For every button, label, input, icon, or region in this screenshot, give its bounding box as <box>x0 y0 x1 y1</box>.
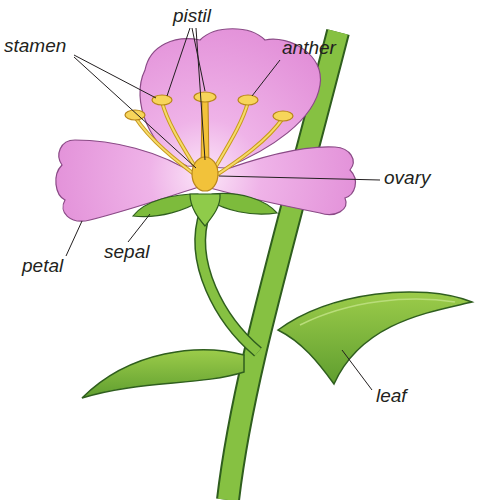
part-label: pistil <box>173 6 211 27</box>
sepal-center <box>190 194 220 226</box>
part-label: leaf <box>376 386 407 407</box>
part-label: anther <box>282 38 336 59</box>
flower-stalk-outline <box>200 212 258 352</box>
flower-stalk <box>200 212 258 352</box>
leader-lines <box>66 28 380 390</box>
right-leaf <box>278 292 472 384</box>
left-leaf <box>82 350 244 398</box>
petal-left <box>56 140 202 221</box>
stigma <box>194 92 216 102</box>
part-label: ovary <box>384 168 430 189</box>
ovary-shape <box>192 157 218 191</box>
part-label: sepal <box>104 242 149 263</box>
part-label: petal <box>22 256 63 277</box>
leaf-vein <box>300 299 455 325</box>
part-label: stamen <box>4 36 66 57</box>
